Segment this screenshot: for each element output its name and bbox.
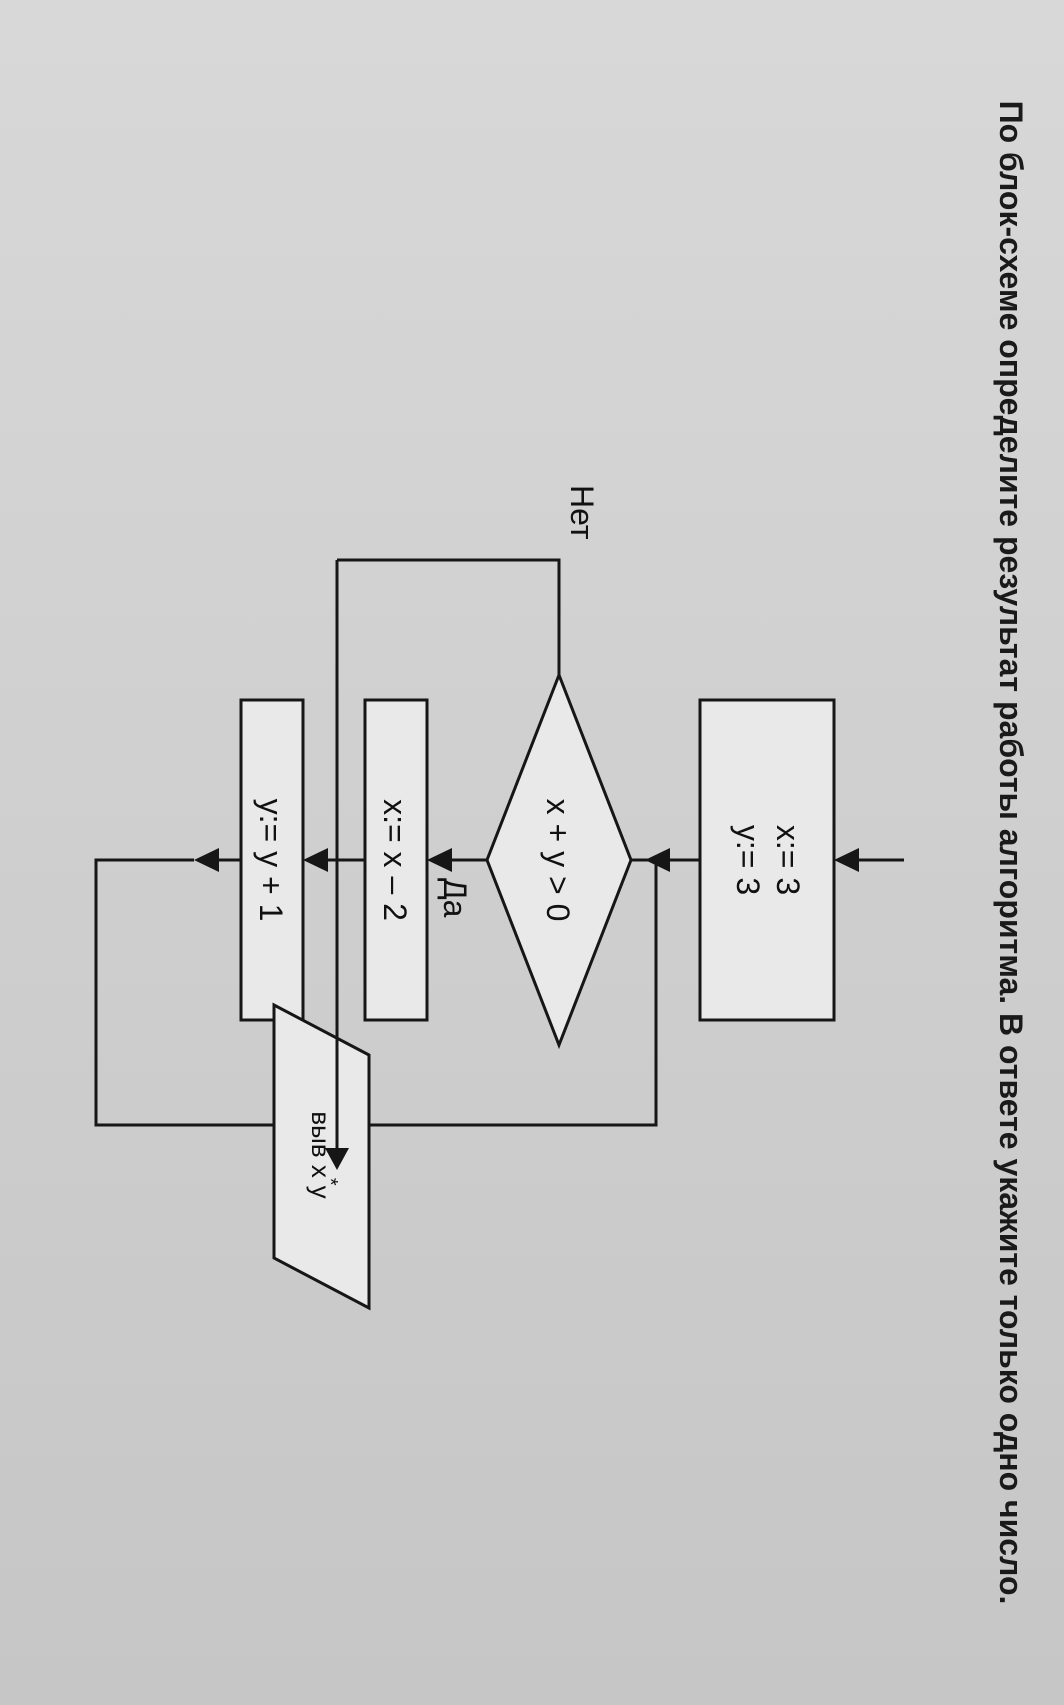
loop-down-arrow-icon [194,848,219,872]
yes-label: Да [437,878,473,918]
step2-arrow-icon [303,848,328,872]
step-y-label: y:= y + 1 [253,799,289,922]
no-label: Нет [564,485,600,540]
output-block [272,1002,371,1311]
yes-arrow-icon [427,848,452,872]
condition-label: x + y > 0 [540,799,576,922]
output-prefix: выв x [306,1111,336,1178]
init-line-x: x:= 3 [770,825,806,895]
init-line-y: y:= 3 [730,825,766,895]
output-label: выв x*y [306,1111,341,1198]
exit-arrow-icon [325,1148,349,1170]
output-suffix: y [306,1186,336,1199]
init-box [698,698,836,1022]
step-x-label: x:= x – 2 [377,799,413,921]
no-line [337,558,561,675]
output-sup: * [319,1178,341,1186]
loop-back-line [94,858,658,1127]
entry-arrow-icon [834,848,859,872]
